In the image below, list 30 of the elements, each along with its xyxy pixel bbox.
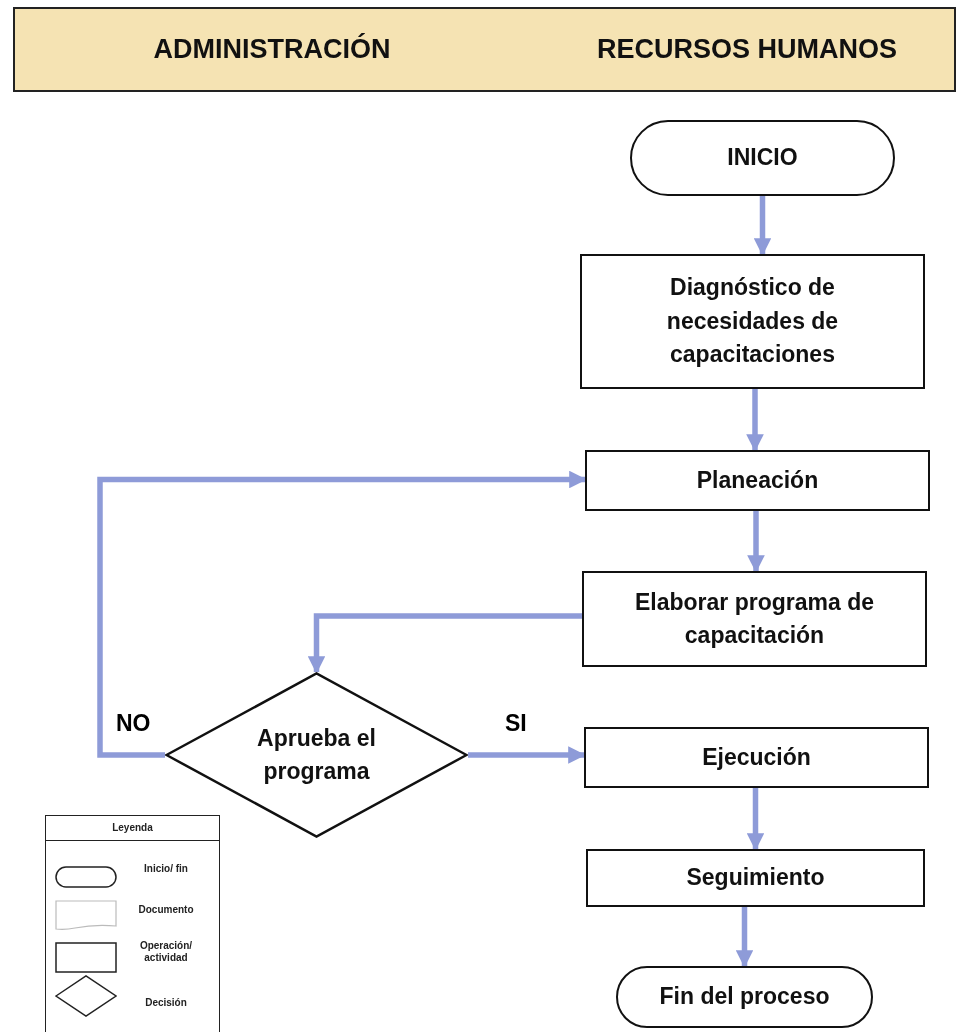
process-box <box>582 571 927 667</box>
header-band <box>13 7 956 92</box>
process-box <box>585 450 930 511</box>
legend-label: Operación/ actividad <box>138 940 194 964</box>
arrow <box>747 511 765 573</box>
process-box <box>584 727 929 788</box>
node-label: INICIO <box>726 143 799 173</box>
legend-label: Documento <box>137 904 195 916</box>
legend-title: Leyenda <box>111 822 154 834</box>
legend-label: Decisión <box>144 997 188 1009</box>
node-label: Aprueba el programa <box>256 723 377 786</box>
decision-diamond <box>165 672 468 838</box>
arrow <box>97 470 587 758</box>
node-label: Planeación <box>695 465 820 495</box>
arrow <box>746 389 764 452</box>
process-box <box>586 849 925 907</box>
lane-heading: RECURSOS HUMANOS <box>597 32 897 66</box>
arrow <box>746 788 765 851</box>
lane-heading: ADMINISTRACIÓN <box>153 32 391 66</box>
node-label: Ejecución <box>701 742 812 772</box>
arrow <box>468 746 586 764</box>
node-label: Seguimiento <box>685 863 826 893</box>
arrow <box>307 613 582 674</box>
node-label: Fin del proceso <box>658 982 831 1012</box>
process-box <box>580 254 925 389</box>
arrow <box>735 907 754 968</box>
legend-label: Inicio/ fin <box>143 863 189 875</box>
node-label: Elaborar programa de capacitación <box>634 587 875 650</box>
arrow <box>753 196 772 256</box>
node-label: Diagnóstico de necesidades de capacitaciones <box>665 273 840 370</box>
